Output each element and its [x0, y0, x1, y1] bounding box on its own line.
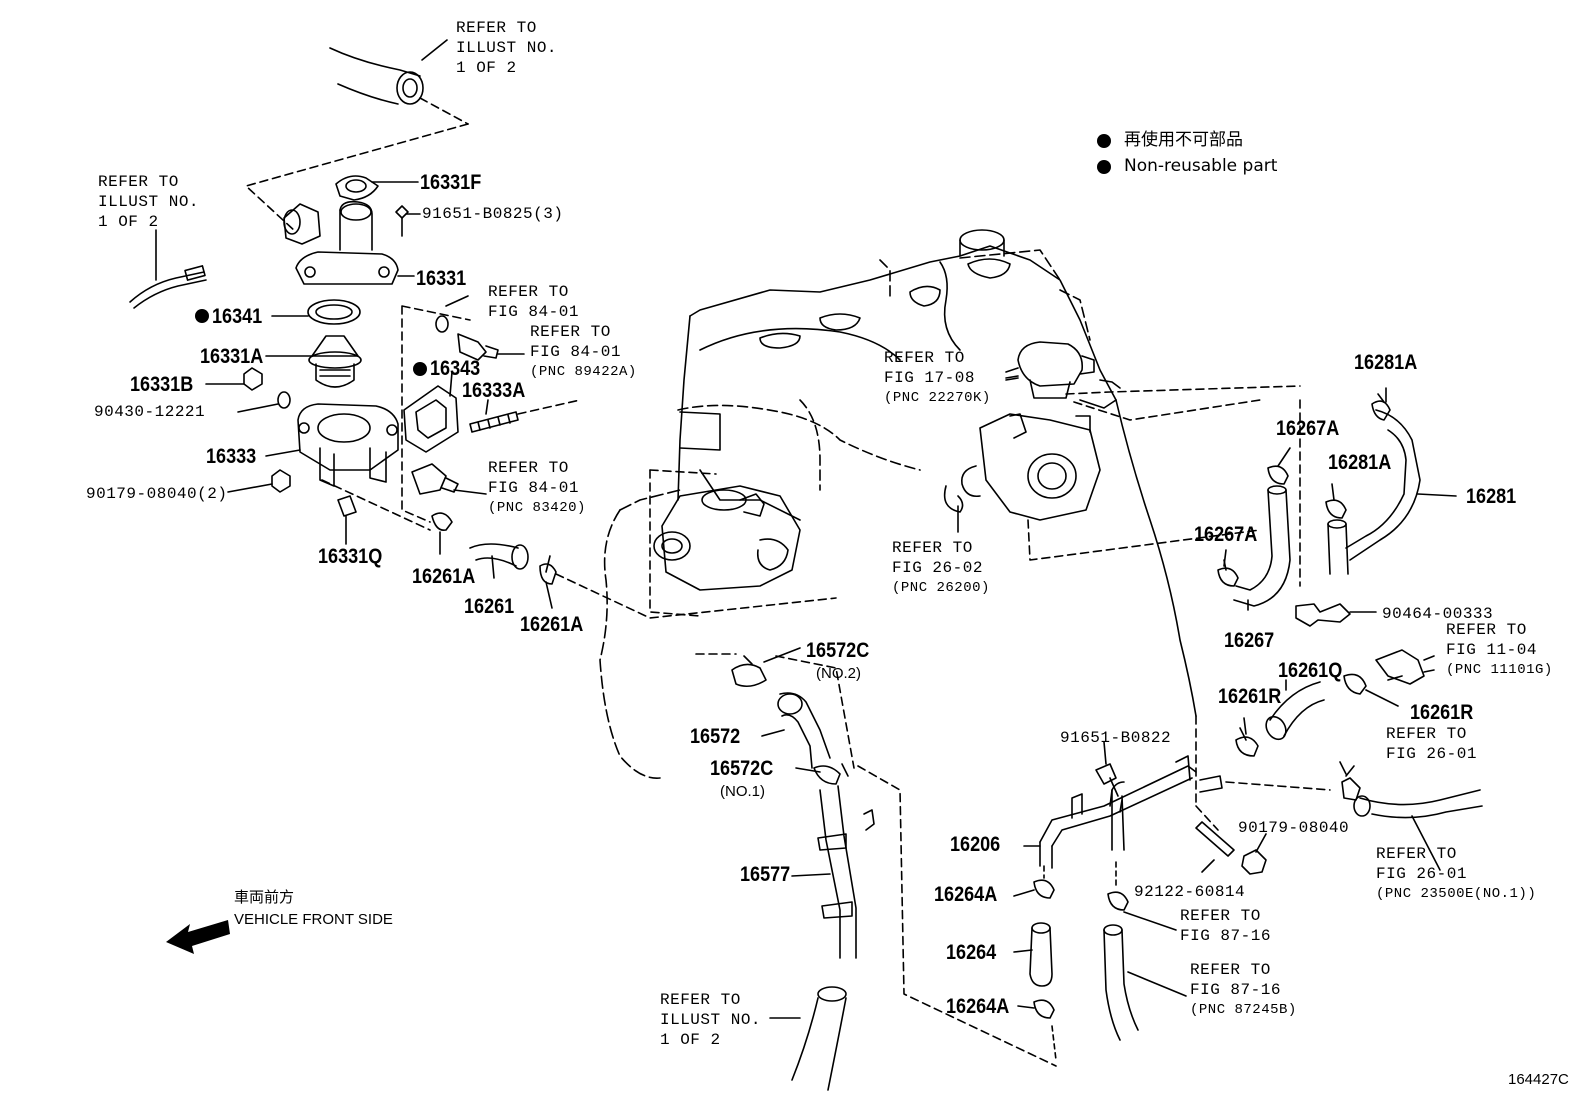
part-16281A-2[interactable]: 16281A	[1328, 451, 1392, 474]
water-pump-shape	[649, 469, 801, 617]
part-90179-08040-2[interactable]: 90179-08040(2)	[86, 485, 228, 503]
refer-fig-87-16-b: REFER TO FIG 87-16 (PNC 87245B)	[1190, 961, 1297, 1018]
part-16261A-2[interactable]: 16261A	[520, 613, 584, 636]
hose-16261-shape	[431, 512, 837, 619]
part-16572C-2-sub: (NO.1)	[720, 783, 765, 800]
hose-16264-shape	[1029, 865, 1057, 1061]
part-16267[interactable]: 16267	[1224, 629, 1275, 652]
part-16343[interactable]: 16343	[430, 357, 481, 380]
refer-fig-87-16-a: REFER TO FIG 87-16	[1180, 907, 1271, 945]
part-16572C-1[interactable]: 16572C	[806, 639, 870, 662]
part-16331A[interactable]: 16331A	[200, 345, 264, 368]
part-91651-B0822[interactable]: 91651-B0822	[1060, 729, 1172, 747]
part-16331[interactable]: 16331	[416, 267, 467, 290]
legend-item-en: Non-reusable part	[1124, 156, 1278, 176]
plug-shape	[243, 367, 291, 409]
part-16261A-1[interactable]: 16261A	[412, 565, 476, 588]
water-outlet-shape	[245, 123, 469, 285]
legend-bullet-1	[1097, 134, 1111, 148]
part-16261Q[interactable]: 16261Q	[1278, 659, 1343, 682]
refer-fig-84-01-a: REFER TO FIG 84-01	[488, 283, 579, 321]
pipe-16577-shape	[817, 765, 1057, 1067]
part-16333A[interactable]: 16333A	[462, 379, 526, 402]
figure-id: 164427C	[1508, 1071, 1569, 1088]
refer-left-hose: REFER TO ILLUST NO. 1 OF 2	[98, 173, 200, 231]
part-16333[interactable]: 16333	[206, 445, 257, 468]
refer-top-hose: REFER TO ILLUST NO. 1 OF 2	[456, 19, 558, 77]
part-16572C-2[interactable]: 16572C	[710, 757, 774, 780]
left-hose-shape	[129, 229, 207, 309]
part-16331Q[interactable]: 16331Q	[318, 545, 383, 568]
part-90179-08040[interactable]: 90179-08040	[1238, 819, 1350, 837]
leader-lines	[205, 181, 1457, 1019]
part-90430-12221[interactable]: 90430-12221	[94, 403, 206, 421]
clip-shape	[1295, 603, 1351, 627]
direction-label-en: VEHICLE FRONT SIDE	[234, 911, 393, 928]
part-16341[interactable]: 16341	[212, 305, 263, 328]
part-16572[interactable]: 16572	[690, 725, 741, 748]
stud-nut-shape	[1195, 821, 1267, 875]
bullet-marks	[195, 134, 1111, 376]
gasket-16343-shape	[403, 385, 459, 453]
part-16264A-2[interactable]: 16264A	[946, 995, 1010, 1018]
hose-16261Q-shape	[1235, 649, 1435, 757]
legend-item-jp: 再使用不可部品	[1124, 130, 1243, 150]
stud-shape	[469, 399, 581, 433]
part-16261R-2[interactable]: 16261R	[1410, 701, 1474, 724]
part-16206[interactable]: 16206	[950, 833, 1001, 856]
nonreusable-marker-16341	[195, 309, 209, 323]
part-16577[interactable]: 16577	[740, 863, 791, 886]
part-16264[interactable]: 16264	[946, 941, 997, 964]
refer-fig-26-02: REFER TO FIG 26-02 (PNC 26200)	[892, 539, 990, 596]
thermostat-housing-shape	[271, 403, 399, 517]
engine-outline	[599, 229, 1197, 779]
refer-fig-26-01-b: REFER TO FIG 26-01 (PNC 23500E(NO.1))	[1376, 845, 1537, 902]
part-16267A-1[interactable]: 16267A	[1276, 417, 1340, 440]
part-16264A-1[interactable]: 16264A	[934, 883, 998, 906]
part-16261[interactable]: 16261	[464, 595, 515, 618]
direction-label-jp: 車両前方	[234, 889, 295, 906]
top-hose-shape	[329, 39, 469, 125]
refer-fig-26-01-a: REFER TO FIG 26-01	[1386, 725, 1477, 763]
part-16281A-1[interactable]: 16281A	[1354, 351, 1418, 374]
part-16331F[interactable]: 16331F	[420, 171, 482, 194]
part-90464-00333[interactable]: 90464-00333	[1382, 605, 1494, 623]
front-arrow-shape	[166, 920, 230, 954]
nonreusable-marker-16343	[413, 362, 427, 376]
bottom-hose-shape	[791, 986, 847, 1091]
part-16281[interactable]: 16281	[1466, 485, 1517, 508]
refer-fig-84-01-b: REFER TO FIG 84-01 (PNC 89422A)	[530, 323, 637, 380]
refer-fig-84-01-c: REFER TO FIG 84-01 (PNC 83420)	[488, 459, 586, 516]
part-16261R-1[interactable]: 16261R	[1218, 685, 1282, 708]
part-92122-60814[interactable]: 92122-60814	[1134, 883, 1246, 901]
part-91651-B0825[interactable]: 91651-B0825(3)	[422, 205, 564, 223]
part-16267A-2[interactable]: 16267A	[1194, 523, 1258, 546]
part-16331B[interactable]: 16331B	[130, 373, 194, 396]
hose-fig8716-shape	[1103, 861, 1139, 1041]
part-16572C-1-sub: (NO.2)	[816, 665, 861, 682]
pipe-16206-shape	[1039, 715, 1331, 869]
hose-fig2601-shape	[1341, 765, 1483, 819]
gasket-shape	[307, 299, 361, 325]
thermostat-shape	[308, 335, 362, 388]
refer-fig-11-04: REFER TO FIG 11-04 (PNC 11101G)	[1446, 621, 1553, 678]
hose-16572-shape	[695, 653, 855, 785]
hose-16267-shape	[1217, 465, 1291, 607]
sensor-shapes	[411, 315, 499, 495]
legend-bullet-2	[1097, 160, 1111, 174]
refer-fig-17-08: REFER TO FIG 17-08 (PNC 22270K)	[884, 349, 991, 406]
refer-bottom-hose: REFER TO ILLUST NO. 1 OF 2	[660, 991, 762, 1049]
throttle-body-shape	[943, 341, 1301, 561]
